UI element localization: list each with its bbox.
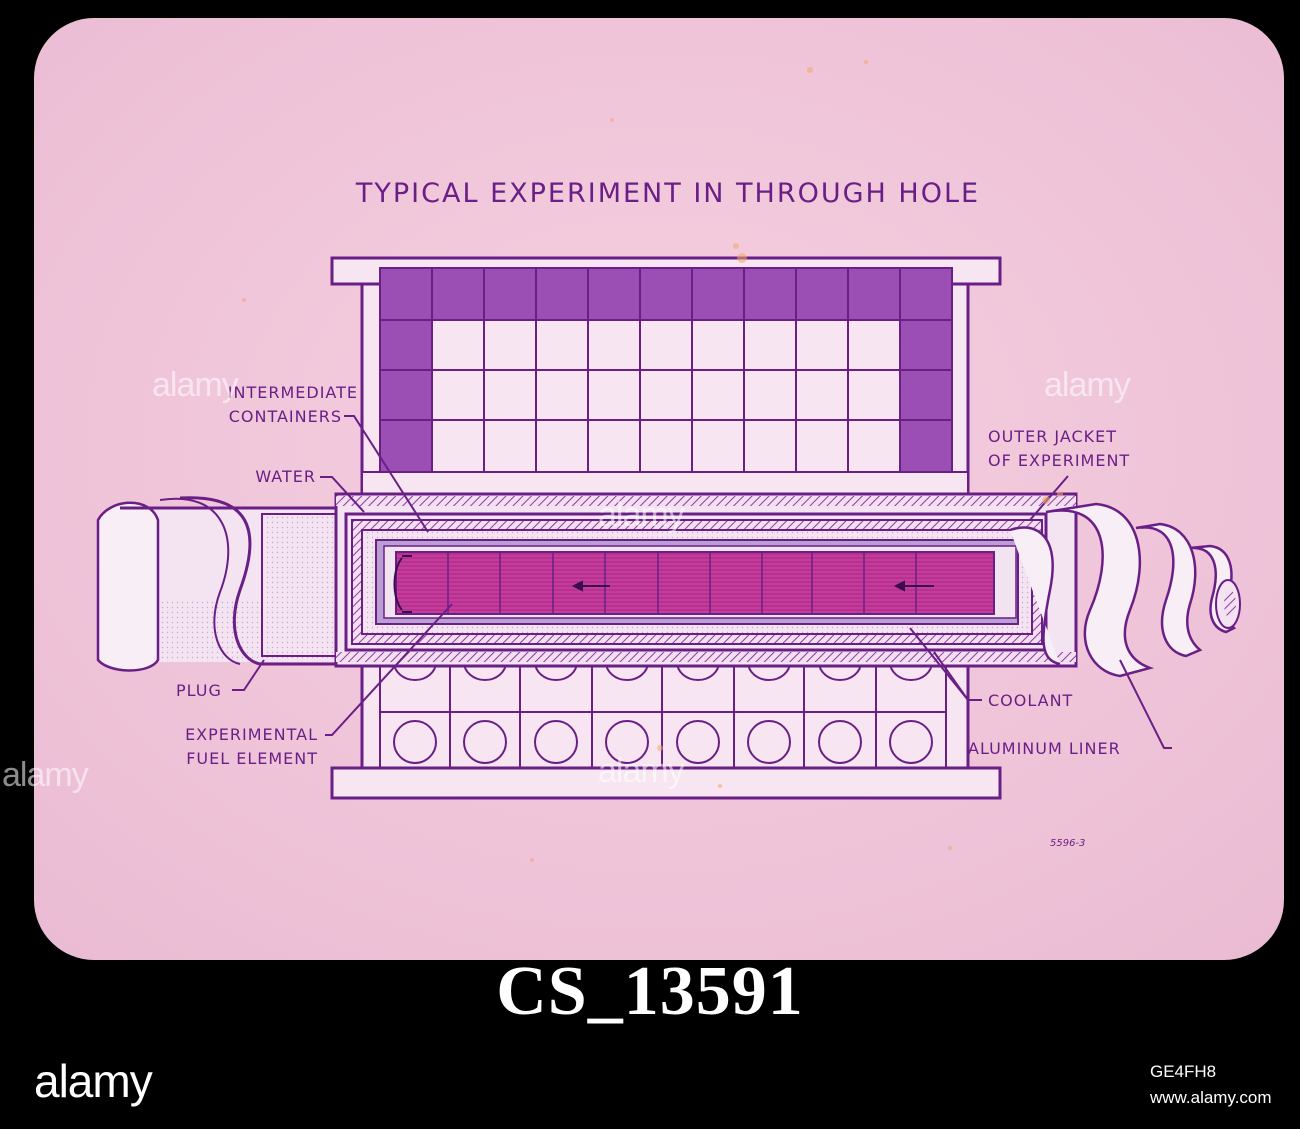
label-intermediate-line2: CONTAINERS — [229, 407, 342, 426]
label-aluminum-liner: ALUMINUM LINER — [968, 739, 1121, 758]
label-experimental-line1: EXPERIMENTAL — [185, 725, 318, 744]
right-pipe-end — [1009, 502, 1241, 678]
slide-speckles — [242, 60, 1063, 862]
watermark-lower: alamy — [598, 752, 685, 790]
image-id: GE4FH8 — [1150, 1062, 1217, 1081]
brand-box — [0, 1050, 200, 1112]
brand-logo: alamy — [34, 1055, 153, 1107]
label-outer-jacket-line2: OF EXPERIMENT — [988, 451, 1130, 470]
left-plug-pipe — [96, 496, 338, 672]
label-plug: PLUG — [176, 681, 222, 700]
label-intermediate-line1: INTERMEDIATE — [228, 383, 358, 402]
slide-diagram: TYPICAL EXPERIMENT IN THROUGH HOLE — [34, 18, 1284, 960]
drawing-number: 5596-3 — [1050, 838, 1085, 849]
image-caption: CS_13591 — [496, 953, 804, 1030]
label-outer-jacket-line1: OUTER JACKET — [988, 427, 1117, 446]
watermark-center: alamy — [598, 496, 685, 534]
watermark-left: alamy — [152, 366, 239, 404]
label-experimental-line2: FUEL ELEMENT — [186, 749, 318, 768]
label-water: WATER — [255, 467, 316, 486]
core-grid-upper — [360, 267, 970, 496]
label-coolant: COOLANT — [988, 691, 1073, 710]
fuel-element — [393, 551, 995, 615]
core-grid-lower — [360, 658, 970, 770]
site-url: www.alamy.com — [1150, 1088, 1272, 1107]
diagram-title: TYPICAL EXPERIMENT IN THROUGH HOLE — [355, 178, 980, 209]
watermark-edge-left: alamy — [2, 756, 89, 794]
watermark-right: alamy — [1044, 366, 1131, 404]
